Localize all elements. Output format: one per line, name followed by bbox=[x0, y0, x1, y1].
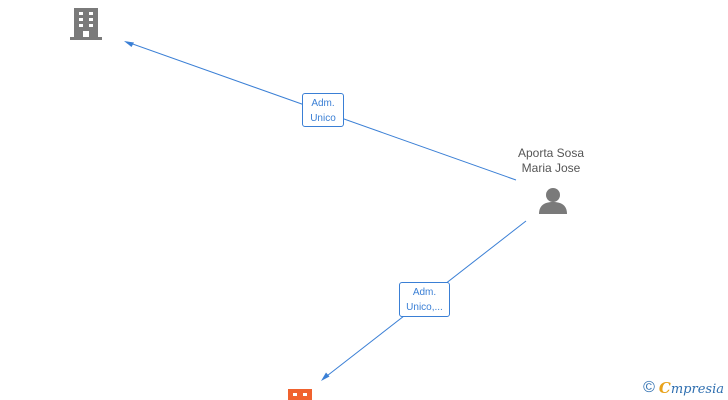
brand-logo-rest: mpresia bbox=[670, 382, 724, 397]
edge-label-top-line2: Unico bbox=[310, 113, 336, 124]
person-name-line2: Maria Jose bbox=[521, 161, 581, 175]
brand-logo-initial: C bbox=[658, 379, 671, 397]
arrow-head-top bbox=[124, 41, 134, 47]
arrow-head-bottom bbox=[321, 372, 330, 381]
edge-label-bottom-line2: Unico,... bbox=[406, 302, 443, 313]
edge-label-top-line1: Adm. bbox=[311, 98, 335, 109]
edge-label-top: Adm. Unico bbox=[302, 93, 344, 127]
brand-logo: Cmpresia bbox=[659, 379, 724, 397]
building-icon[interactable] bbox=[70, 8, 102, 40]
person-name[interactable]: Aporta Sosa Maria Jose bbox=[491, 146, 611, 176]
empresia-watermark: © Cmpresia bbox=[643, 378, 724, 398]
copyright-icon: © bbox=[643, 379, 655, 396]
person-icon[interactable] bbox=[539, 188, 567, 214]
edge-label-bottom: Adm. Unico,... bbox=[399, 282, 450, 317]
edge-label-bottom-line1: Adm. bbox=[412, 287, 437, 298]
building-icon[interactable] bbox=[288, 389, 312, 400]
person-name-line1: Aporta Sosa bbox=[517, 146, 585, 160]
